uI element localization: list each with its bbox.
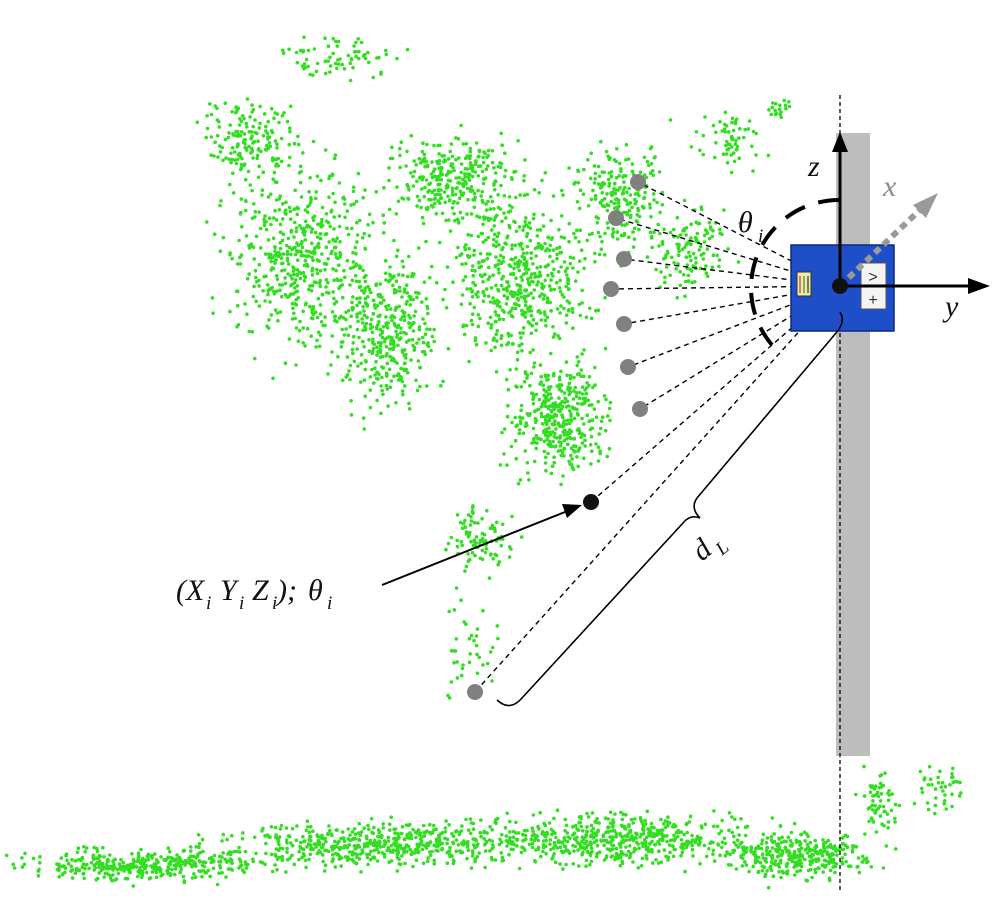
sensor-symbol-bottom: + — [868, 292, 877, 309]
svg-text:(: ( — [176, 574, 188, 607]
sensor-symbol-top: > — [868, 269, 877, 286]
sensor-origin — [832, 278, 848, 294]
theta-subscript: i — [758, 226, 763, 247]
svg-text:i: i — [206, 593, 211, 614]
point-label: ( X i Y i Z i ); θ i — [176, 574, 332, 614]
axis-y-label: y — [942, 290, 959, 323]
beam-return-point — [616, 316, 632, 332]
measured-point — [583, 494, 599, 510]
beam-return-point — [608, 210, 624, 226]
axis-x-label: x — [882, 170, 897, 203]
svg-text:Y: Y — [220, 574, 240, 607]
theta-label: θ — [738, 206, 753, 239]
svg-text:i: i — [327, 593, 332, 614]
mounting-pole — [836, 133, 870, 756]
beam-return-point — [467, 684, 483, 700]
z-axis-arrowhead — [832, 132, 848, 152]
distance-label: d — [685, 532, 718, 568]
svg-text:θ: θ — [308, 574, 323, 607]
beam-return-point — [620, 359, 636, 375]
axis-z-label: z — [807, 150, 820, 183]
beam-return-point — [616, 251, 632, 267]
svg-text:);: ); — [275, 574, 297, 607]
point-cloud — [4, 35, 963, 890]
svg-text:X: X — [185, 574, 206, 607]
beam-return-point — [603, 281, 619, 297]
annotation-arrow — [381, 509, 571, 586]
beam-return-point — [632, 401, 648, 417]
svg-text:i: i — [239, 593, 244, 614]
svg-text:i: i — [272, 593, 277, 614]
x-axis-arrowhead — [913, 193, 938, 218]
svg-text:Z: Z — [252, 574, 269, 607]
x-axis-line — [837, 205, 925, 289]
distance-bracket — [496, 311, 844, 707]
beam-return-point — [630, 174, 646, 190]
laser-beam — [474, 285, 841, 693]
annotation-arrowhead — [562, 504, 582, 518]
y-axis-arrowhead — [968, 278, 990, 294]
